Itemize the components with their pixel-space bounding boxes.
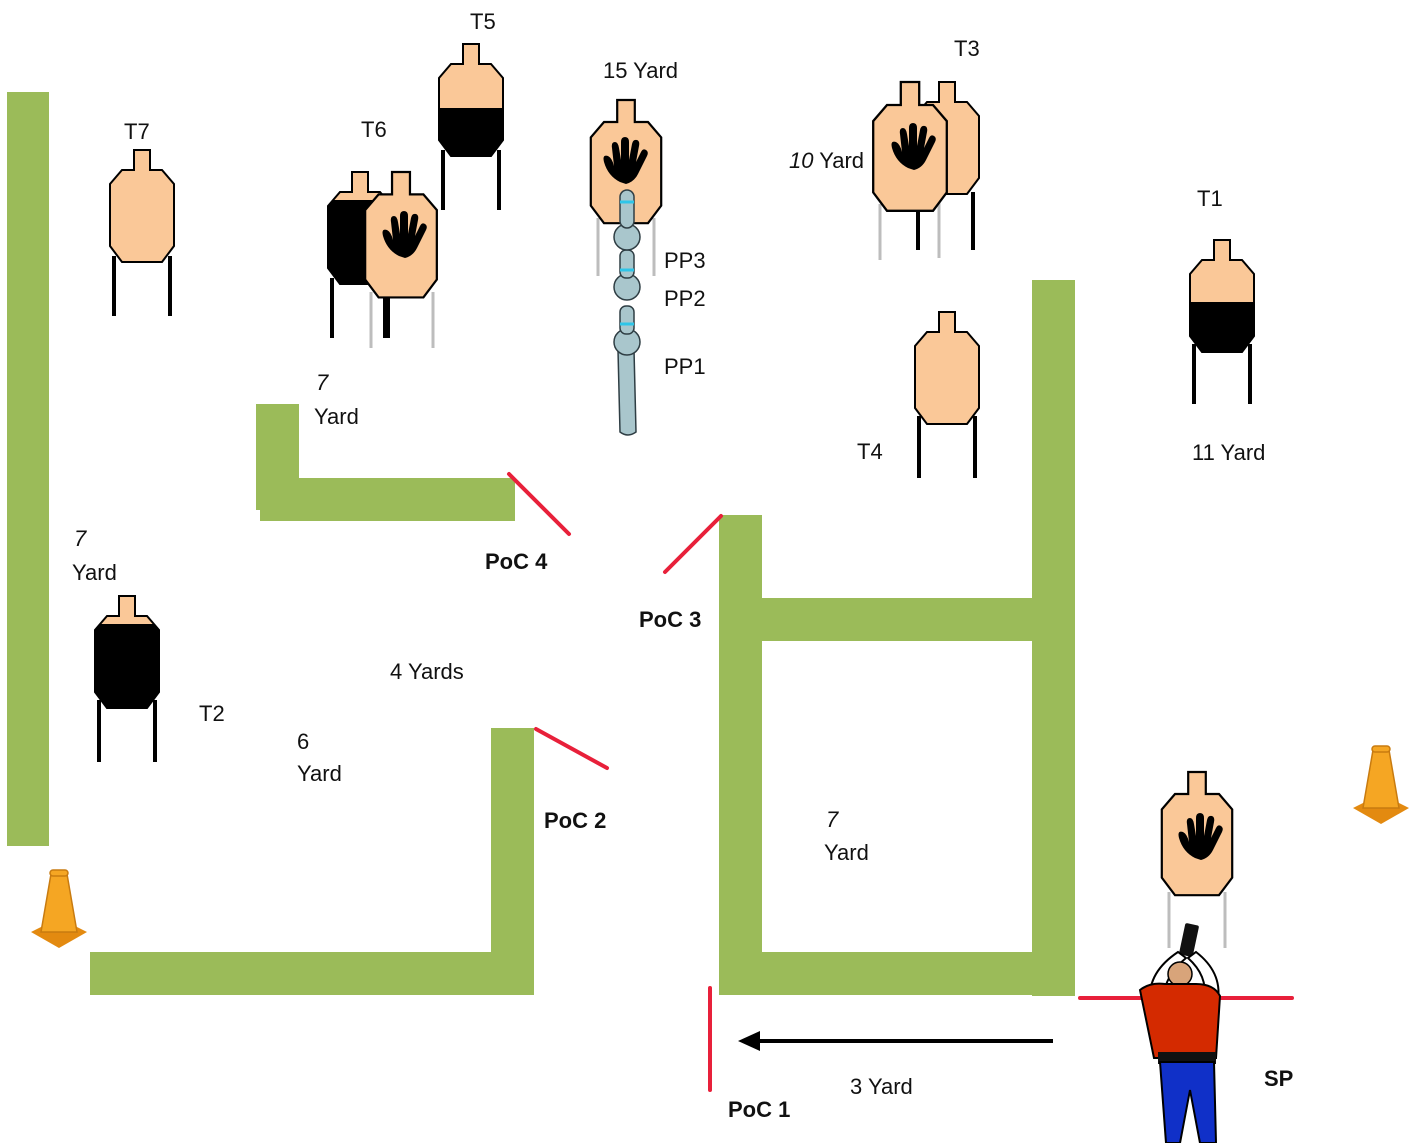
- wall-bottom-left: [90, 952, 534, 995]
- walls: [7, 92, 1075, 996]
- label-pp1: PP1: [664, 354, 706, 379]
- wall-upper-left-horizontal: [260, 478, 515, 521]
- traffic-cone-icon: [30, 869, 88, 949]
- label-t2: T2: [199, 701, 225, 726]
- label-10-num: 10: [789, 148, 814, 173]
- label-t5: T5: [470, 9, 496, 34]
- label-7-center-unit: Yard: [824, 840, 869, 865]
- traffic-cone-icon: [1352, 745, 1410, 825]
- poc4-line: [507, 472, 571, 536]
- label-7-left-unit: Yard: [72, 560, 117, 585]
- label-poc1: PoC 1: [728, 1097, 790, 1122]
- label-6-num: 6: [297, 729, 309, 754]
- label-7-center-num: 7: [826, 807, 839, 832]
- poc2-line: [534, 727, 609, 770]
- no-shoot-near-start: [1160, 770, 1234, 948]
- no-shoot-t6: [364, 170, 438, 348]
- wall-left: [7, 92, 49, 846]
- pepper-poppers: [613, 189, 641, 436]
- target-t1: [1189, 239, 1255, 404]
- no-shoot-15-yard: [589, 98, 663, 276]
- label-poc4: PoC 4: [485, 549, 548, 574]
- label-t7: T7: [124, 119, 150, 144]
- label-10-yard: 10 Yard: [789, 148, 864, 173]
- arrow-left-icon: [738, 1031, 1053, 1051]
- target-t7: [109, 149, 175, 316]
- label-poc3: PoC 3: [639, 607, 701, 632]
- label-t4: T4: [857, 439, 883, 464]
- label-poc2: PoC 2: [544, 808, 606, 833]
- label-7-left-num: 7: [74, 526, 87, 551]
- label-pp2: PP2: [664, 286, 706, 311]
- label-t1: T1: [1197, 186, 1223, 211]
- wall-center-bottom: [719, 952, 1075, 995]
- label-t6: T6: [361, 117, 387, 142]
- shooter-figure-icon: [1138, 923, 1222, 1143]
- target-t2: [94, 595, 160, 762]
- label-11-yard: 11 Yard: [1192, 440, 1265, 465]
- label-4-yards: 4 Yards: [390, 659, 464, 684]
- wall-center-right-vertical: [1032, 280, 1075, 996]
- wall-center-left-vertical: [719, 515, 762, 995]
- label-10-unit: Yard: [813, 148, 864, 173]
- label-15-yard: 15 Yard: [603, 58, 678, 83]
- poc3-line: [663, 514, 723, 574]
- label-7-upper-num: 7: [316, 370, 329, 395]
- label-t3: T3: [954, 36, 980, 61]
- label-7-upper-unit: Yard: [314, 404, 359, 429]
- labels: T5 15 Yard T3 T7 T6 10 Yard T1 PP3 PP2 P…: [72, 9, 1293, 1122]
- wall-poc2-stub: [491, 728, 534, 995]
- label-pp3: PP3: [664, 248, 706, 273]
- label-sp: SP: [1264, 1066, 1293, 1091]
- no-shoot-10-yard: [872, 80, 948, 260]
- label-6-unit: Yard: [297, 761, 342, 786]
- target-t5: [438, 43, 504, 210]
- wall-center-crossbar: [719, 598, 1075, 641]
- target-t4: [914, 311, 980, 478]
- label-3-yard: 3 Yard: [850, 1074, 913, 1099]
